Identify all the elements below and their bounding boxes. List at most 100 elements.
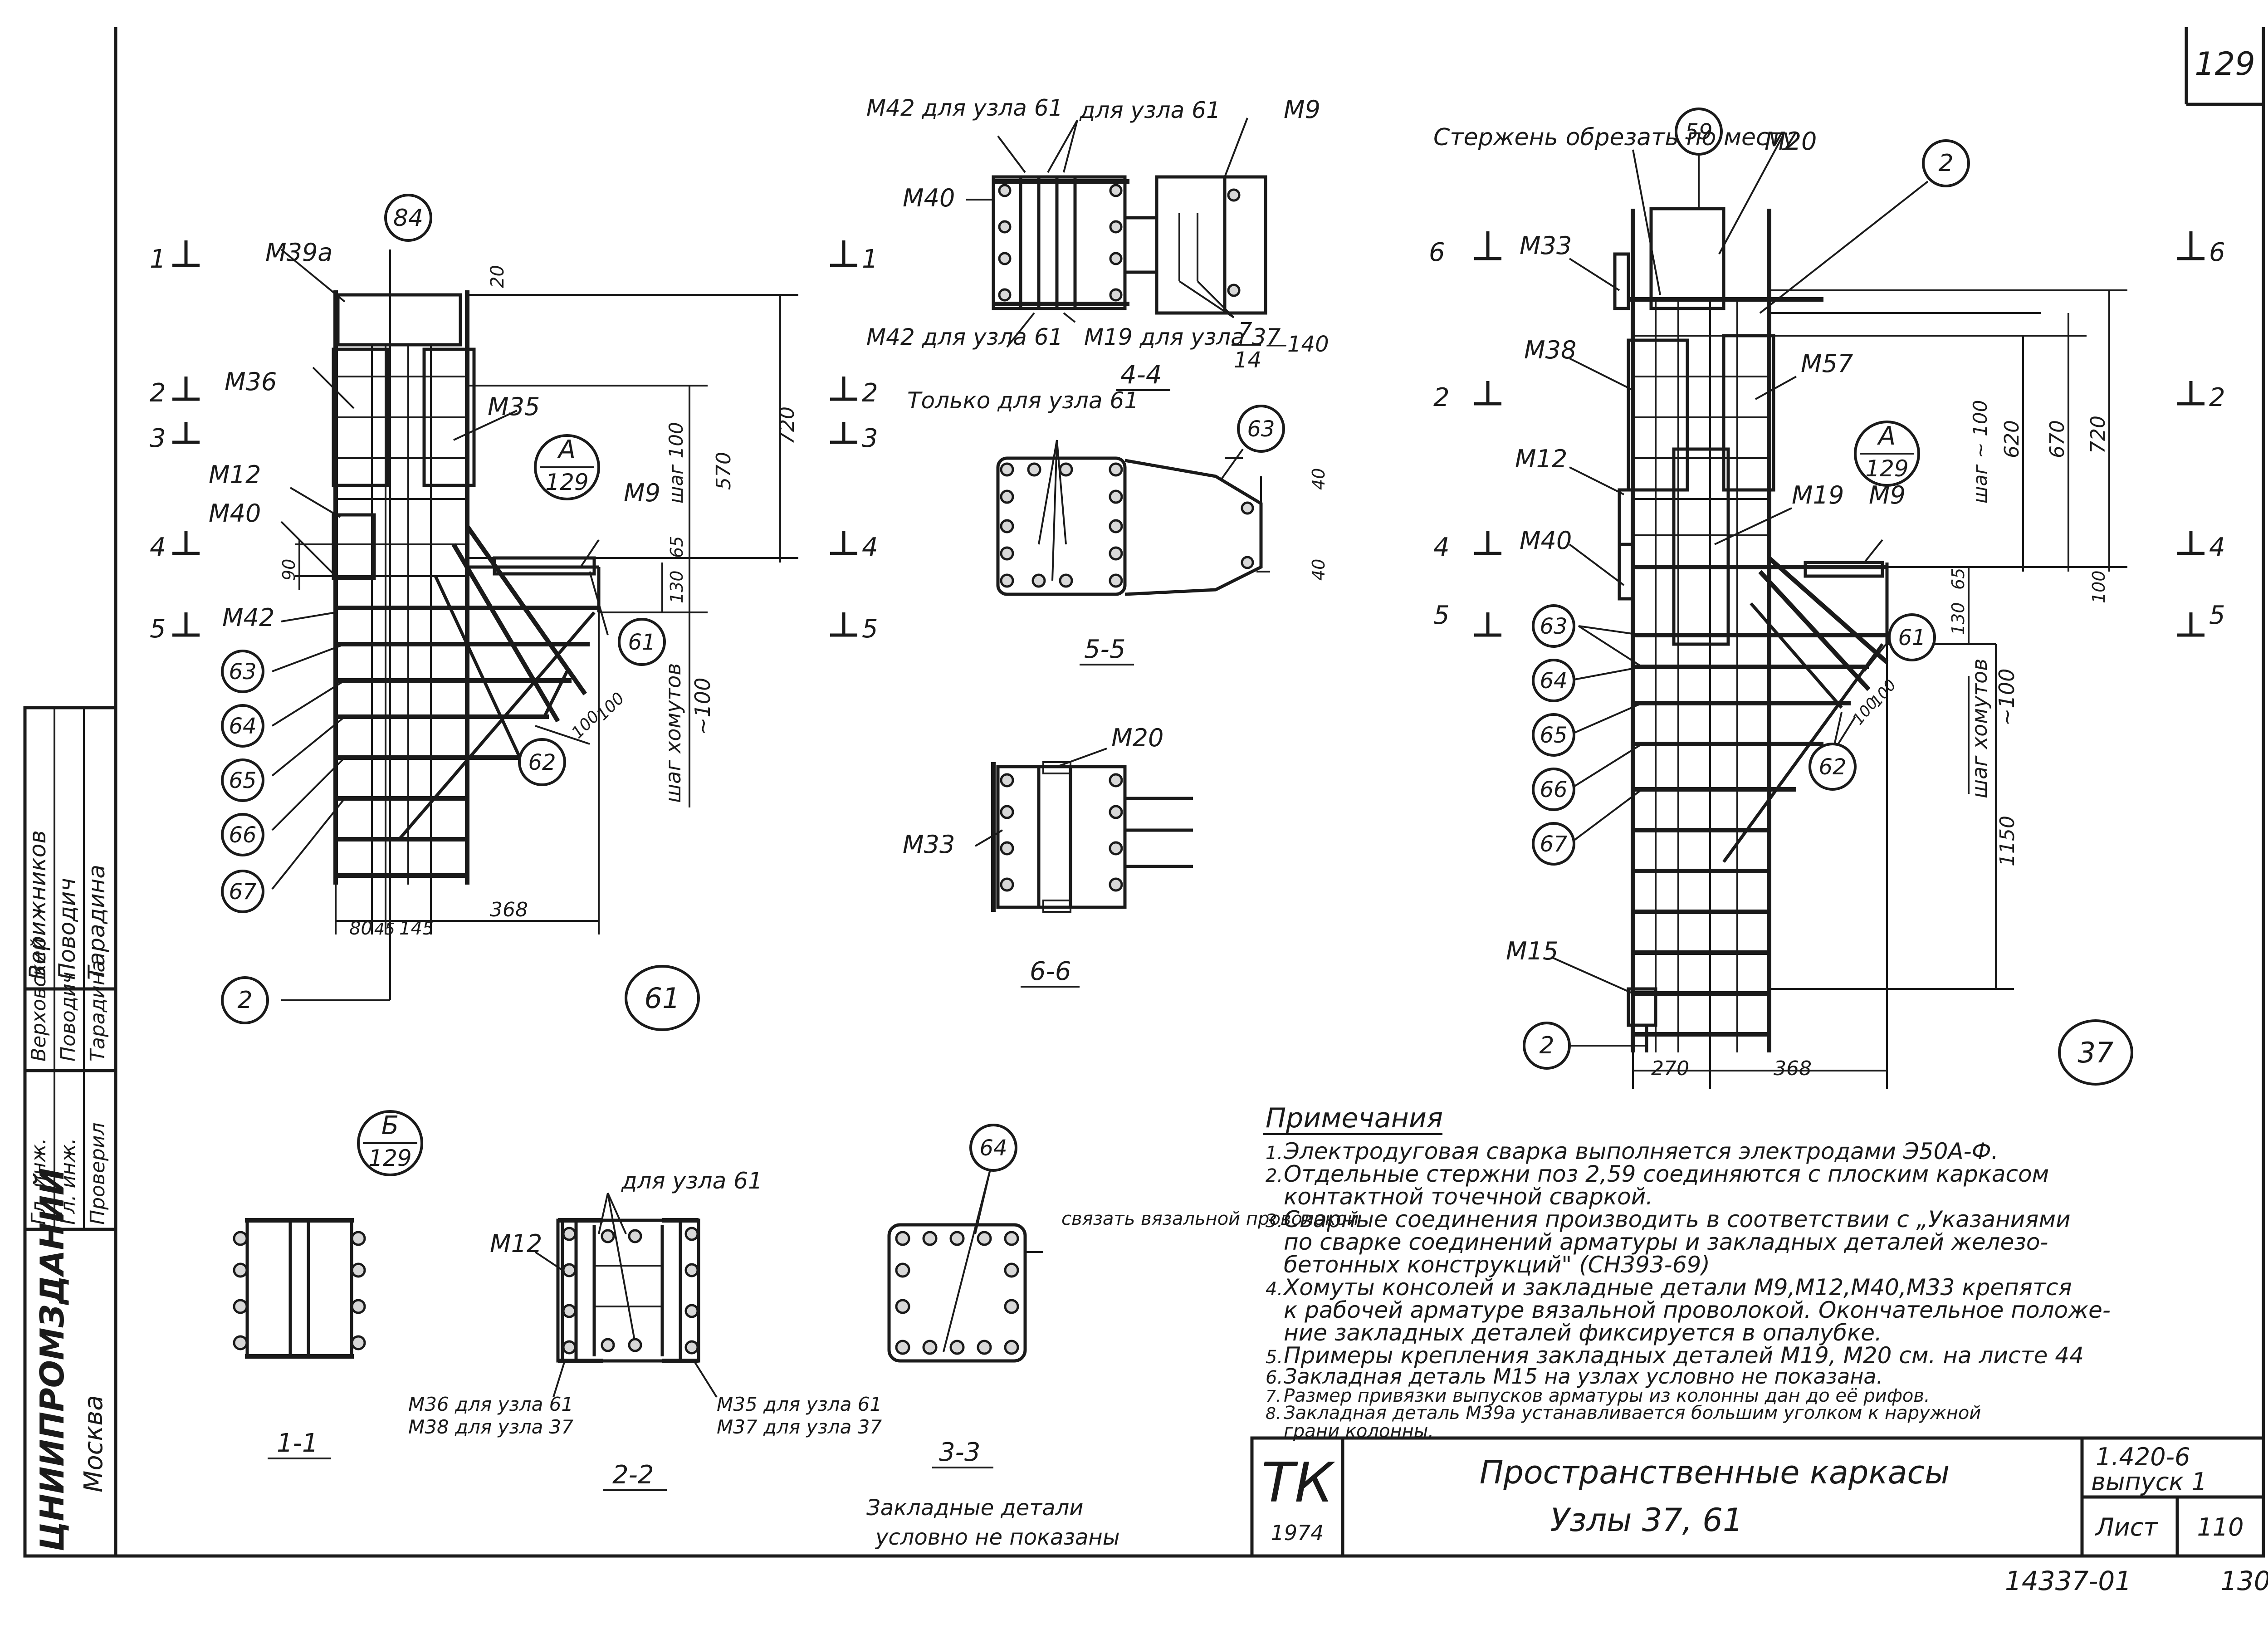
- left-dim-tie-step-value: ~100: [690, 678, 715, 735]
- s44-label-M42-bottom: М42 для узла 61: [866, 324, 1063, 350]
- left-dim-tie-step: шаг хомутов: [661, 663, 685, 803]
- right-note-cut: Стержень обрезать по месту: [1433, 124, 1797, 151]
- left-label-M39a: М39а: [265, 238, 332, 267]
- right-label-M38: М38: [1524, 336, 1576, 364]
- left-view-geometry: [172, 240, 857, 1001]
- section-5-5-geometry: [996, 440, 1270, 596]
- s33-callout: 64: [979, 1135, 1007, 1161]
- note-5-line-1: Примеры крепления закладных деталей М19,…: [1284, 1342, 2084, 1369]
- right-callout-65: 65: [1540, 723, 1567, 748]
- callout-66-left: [221, 813, 264, 856]
- left-dim-570: 570: [712, 452, 735, 490]
- note-3-line-3: бетонных конструкций" (СН393-69): [1284, 1252, 1710, 1278]
- right-callout-66: 66: [1540, 777, 1567, 802]
- left-dim-65: 65: [667, 536, 687, 558]
- callout-65-right: [1532, 713, 1575, 757]
- node-61-circle: [625, 965, 700, 1031]
- note-8-num: 8.: [1266, 1404, 1281, 1423]
- right-section-5-b: 5: [2209, 601, 2225, 630]
- s22-caption: 2-2: [612, 1460, 654, 1490]
- s33-footnote-l2: условно не показаны: [875, 1525, 1120, 1550]
- notes-heading: Примечания: [1266, 1102, 1443, 1134]
- stamp-role-3: Проверил: [86, 1122, 109, 1225]
- right-label-M12: М12: [1515, 445, 1567, 473]
- note-7-num: 7.: [1266, 1387, 1281, 1406]
- s44-label-M42-top: М42 для узла 61: [866, 95, 1063, 121]
- node-37-circle: [2058, 1019, 2133, 1086]
- right-section-2-b: 2: [2209, 383, 2225, 412]
- left-label-M35: М35: [488, 392, 540, 421]
- note-1-num: 1.: [1266, 1143, 1283, 1164]
- left-label-M42: М42: [222, 603, 274, 632]
- right-callout-2-bottom: 2: [1539, 1032, 1554, 1059]
- right-callout-64: 64: [1540, 668, 1567, 694]
- note-4-line-3: ние закладных деталей фиксируется в опал…: [1284, 1320, 1882, 1346]
- note-3-line-2: по сварке соединений арматуры и закладны…: [1284, 1229, 2048, 1255]
- left-label-62: 62: [528, 750, 556, 775]
- s55-dim-40-a: 40: [1309, 468, 1329, 490]
- note-2-line-2: контактной точечной сваркой.: [1284, 1184, 1653, 1210]
- note-4-num: 4.: [1266, 1279, 1283, 1300]
- s66-caption: 6-6: [1030, 957, 1071, 986]
- left-dim-368: 368: [490, 898, 528, 921]
- left-dim-20: 20: [487, 265, 508, 288]
- s66-label-M33: М33: [903, 830, 955, 859]
- callout-2-left: [221, 976, 269, 1024]
- s33-callout-circle: [969, 1124, 1017, 1172]
- right-dim-270: 270: [1651, 1057, 1689, 1080]
- notes-list: 1. Электродуговая сварка выполняется эле…: [1266, 1138, 2111, 1442]
- left-dim-90: 90: [279, 559, 299, 581]
- left-section-4-a: 4: [150, 533, 166, 562]
- s11-ref-bottom: 129: [368, 1145, 411, 1171]
- right-callout-63: 63: [1540, 614, 1567, 639]
- right-label-M9: М9: [1869, 481, 1906, 509]
- right-dim-670: 670: [2046, 420, 2069, 458]
- left-dim-80: 80: [349, 918, 372, 939]
- right-node-label: 37: [2078, 1036, 2114, 1069]
- note-2-line-1: Отдельные стержни поз 2,59 соединяются с…: [1284, 1161, 2049, 1187]
- callout-2-right-top: [1922, 139, 1970, 187]
- stamp-name-3: Тарадина: [83, 865, 110, 980]
- right-view-geometry: [1474, 136, 2204, 1089]
- callout-63-left: [221, 650, 264, 693]
- left-callout-63: 63: [229, 659, 256, 685]
- right-label-M20: М20: [1765, 127, 1817, 156]
- callout-67-left: [221, 870, 264, 913]
- section-4-4-geometry: [966, 117, 1267, 348]
- callout-65-left: [221, 758, 264, 802]
- stamp-signature-3: Тарадина: [86, 960, 109, 1062]
- right-label-62: 62: [1818, 754, 1846, 780]
- right-section-6-a: 6: [1429, 238, 1445, 267]
- stamp-org: ЦНИИПРОМЗДАНИЙ: [33, 1168, 71, 1551]
- left-section-3-a: 3: [150, 424, 166, 453]
- note-1-line-1: Электродуговая сварка выполняется электр…: [1283, 1138, 1999, 1164]
- s55-caption: 5-5: [1084, 635, 1125, 664]
- left-section-2-a: 2: [150, 378, 166, 408]
- callout-67-right: [1532, 822, 1575, 866]
- s55-note-l1: Только для узла 61: [907, 387, 1139, 414]
- callout-66-right: [1532, 768, 1575, 811]
- section-2-2-geometry: [534, 1193, 718, 1398]
- callout-84-left: [384, 194, 432, 242]
- right-dim-tie-step: шаг хомутов: [1967, 659, 1992, 798]
- right-label-M19: М19: [1792, 481, 1844, 509]
- section-3-3-geometry: [887, 1165, 1043, 1363]
- s22-label-M37: М37 для узла 37: [717, 1416, 882, 1438]
- stamp-name-2: Поводич: [54, 878, 80, 980]
- s33-note: связать вязальной проволокой: [1061, 1208, 1359, 1229]
- note-3-line-1: Сварные соединения производить в соответ…: [1284, 1206, 2071, 1233]
- left-section-1-b: 1: [862, 245, 878, 274]
- right-dim-130: 130: [1948, 602, 1968, 635]
- stamp-signature-2: Поводич: [57, 972, 80, 1062]
- right-dim-720: 720: [2087, 416, 2110, 454]
- callout-63-right: [1532, 604, 1575, 648]
- callout-61-right: [1888, 613, 1936, 661]
- callout-61-left: [618, 618, 666, 666]
- left-callout-84: 84: [393, 205, 423, 232]
- left-callout-65: 65: [229, 768, 256, 793]
- right-callout-2-top: 2: [1938, 150, 1953, 177]
- s44-label-M40: М40: [903, 184, 955, 212]
- stamp-role-1: Гл. инж.: [27, 1138, 50, 1225]
- left-callout-2: 2: [237, 987, 252, 1014]
- note-2-num: 2.: [1266, 1165, 1283, 1186]
